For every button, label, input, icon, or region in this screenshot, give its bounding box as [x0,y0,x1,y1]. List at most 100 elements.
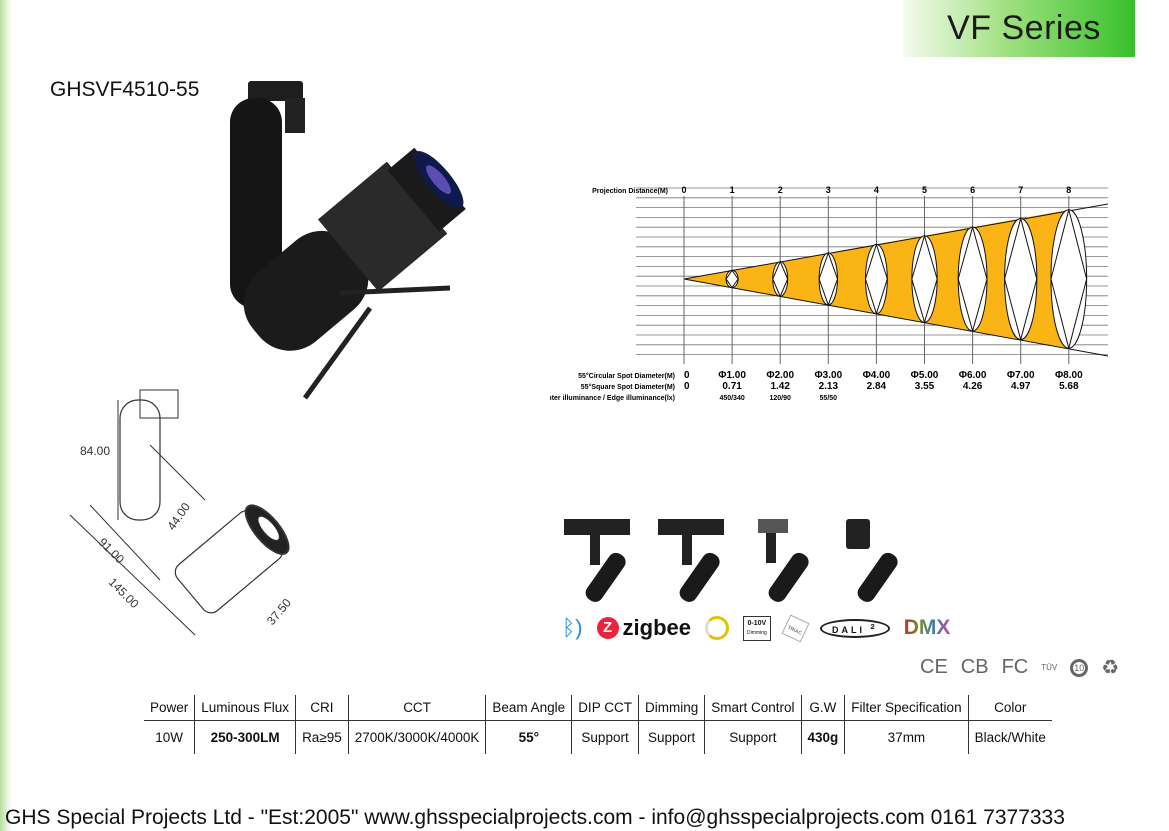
warranty-10-icon: 10 [1070,658,1089,677]
dim-neck: 44.00 [164,500,193,533]
spec-header: Filter Specification [844,695,969,721]
row-value: 55/50 [820,395,838,402]
dali-logo: DALI 2 [820,618,890,638]
distance-label: 2 [778,185,783,195]
circular-spot [1004,217,1038,341]
spec-value: Support [637,720,705,754]
row-value: 0.71 [722,381,742,392]
dali-version: 2 [870,621,878,631]
spec-header: G.W [800,695,845,721]
beam-edge-bottom [683,278,1109,357]
spec-header: CCT [347,695,486,721]
square-spot [772,260,789,298]
triac-icon: TRIAC [781,613,810,643]
spec-header: CRI [295,695,349,721]
row-value: Φ3.00 [814,370,842,381]
square-spot [1050,209,1088,349]
row-value: Φ8.00 [1055,370,1083,381]
dimming-box-sublabel: Dimming [747,629,767,636]
circular-spot [818,252,838,306]
square-spot [1004,216,1038,342]
beam-edge-top [683,203,1109,280]
row-value: Φ7.00 [1007,370,1035,381]
model-number: GHSVF4510-55 [50,78,200,101]
row-value: 4.97 [1011,381,1031,392]
spec-value: 55° [485,720,572,754]
square-spot [911,233,938,325]
spec-value: 430g [800,720,845,754]
page-edge-decoration [0,0,12,831]
spec-header: Beam Angle [485,695,572,721]
circular-spot [1050,209,1088,349]
spec-value: 10W [155,729,184,745]
circular-spot [725,269,739,289]
spec-header: Color [967,695,1052,721]
recycle-icon: ♻ [1101,657,1120,679]
circular-spot [772,261,789,297]
square-spot [864,242,888,316]
spec-value: 37mm [844,720,969,754]
variant-track-2 [658,519,724,602]
spec-header: Luminous Flux [194,695,296,721]
distance-label: 0 [681,185,686,195]
row-value: 4.26 [963,381,983,392]
row-value: 450/340 [719,395,744,402]
dim-diameter: 37.50 [264,596,294,628]
row-label: 55°Circular Spot Diameter(M) [578,372,675,380]
distance-label: 1 [730,185,735,195]
spec-value: Support [704,720,801,754]
square-spot [725,269,739,289]
row-value: Φ6.00 [959,370,987,381]
row-value: Φ2.00 [766,370,794,381]
row-value: 0 [684,381,690,392]
dmx-logo: DMX [903,616,951,639]
circular-spot [957,226,988,332]
certifications: CE CB FC TÜV 10 ♻ [920,655,1119,680]
bluetooth-icon: ᛒ) [562,615,583,640]
footer-contact: GHS Special Projects Ltd - "Est:2005" ww… [5,806,1065,829]
spec-header: DIP CCT [571,695,639,721]
variant-track-1 [564,519,630,602]
row-value: Φ5.00 [911,370,939,381]
distance-label: 4 [874,185,879,195]
square-spot [818,251,839,307]
product-image [230,81,466,400]
spec-header: Smart Control [704,695,801,721]
spec-value: Support [571,720,639,754]
series-banner: VF Series [903,0,1135,57]
spec-value: Black/White [967,720,1052,754]
dim-length2: 145.00 [106,575,142,611]
ce-mark: CE [920,656,948,678]
distance-label: 5 [922,185,927,195]
spec-value: Ra≥95 [295,720,349,754]
distance-label: 3 [826,185,831,195]
rf-2.4g-icon [705,616,729,640]
distance-label: 8 [1066,185,1071,195]
square-spot [957,225,988,333]
spec-value: 250-300LM [194,720,296,754]
row-value: 2.84 [867,381,887,392]
distance-label: 6 [970,185,975,195]
row-value: 2.13 [819,381,839,392]
spec-header: Power [144,695,195,721]
circular-spot [864,243,888,315]
spec-value: 2700K/3000K/4000K [347,720,486,754]
dimension-drawing: 84.00 44.00 91.00 145.00 37.50 [69,389,294,636]
row-label: 55°Square Spot Diameter(M) [581,383,675,391]
row-value: 120/90 [769,395,791,402]
projection-distance-label: Projection Distance(M) [592,188,668,195]
variant-recessed [758,519,809,602]
row-label: Center illuminance / Edge illuminance(lx… [550,395,675,402]
row-value: Φ1.00 [718,370,746,381]
row-value: 1.42 [770,381,790,392]
row-value: Φ4.00 [863,370,891,381]
tuv-mark: TÜV [1041,663,1058,672]
dali-label: DALI [832,624,866,635]
distance-label: 7 [1018,185,1023,195]
